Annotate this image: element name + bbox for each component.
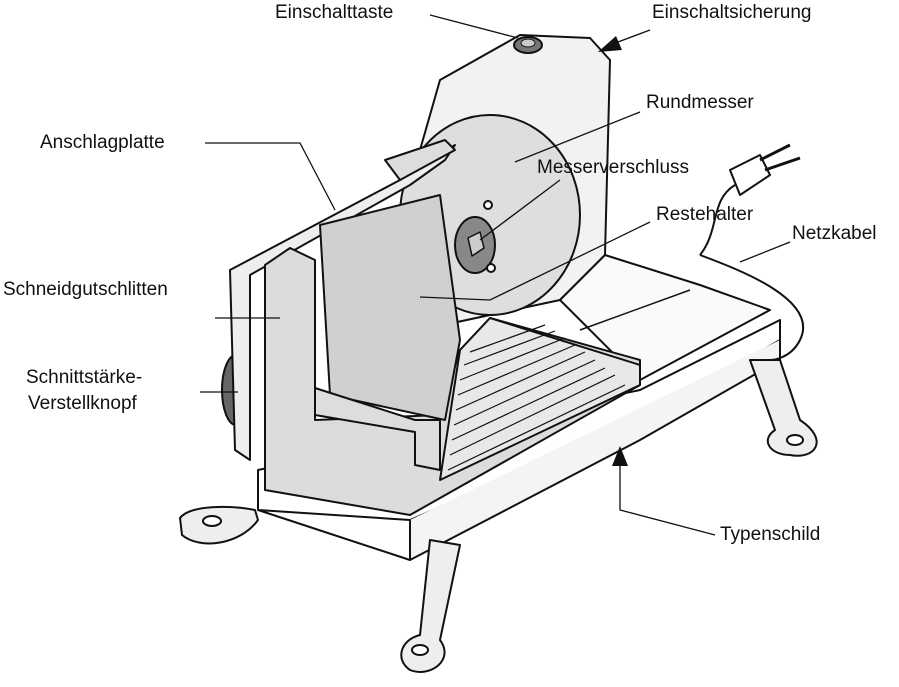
power-plug (729, 154, 771, 196)
typenschild-arrow-icon (612, 446, 628, 466)
remnant-holder (319, 194, 461, 421)
power-cable (699, 184, 804, 361)
label-verstellknopf: Verstellknopf (28, 393, 137, 414)
einschaltsicherung-arrow-icon (598, 36, 622, 52)
front-right-foot (400, 539, 461, 673)
label-einschalttaste: Einschalttaste (275, 2, 394, 23)
label-netzkabel: Netzkabel (792, 223, 877, 244)
label-schnittstaerke: Schnittstärke- (26, 367, 143, 388)
label-einschaltsicherung: Einschaltsicherung (652, 2, 812, 23)
back-right-foot (749, 359, 818, 457)
label-messerverschluss: Messerverschluss (537, 157, 690, 178)
label-anschlagplatte: Anschlagplatte (40, 132, 165, 153)
label-schneidgutschlitten: Schneidgutschlitten (3, 279, 168, 300)
label-typenschild: Typenschild (720, 524, 821, 545)
label-restehalter: Restehalter (656, 204, 754, 225)
label-rundmesser: Rundmesser (646, 92, 754, 113)
